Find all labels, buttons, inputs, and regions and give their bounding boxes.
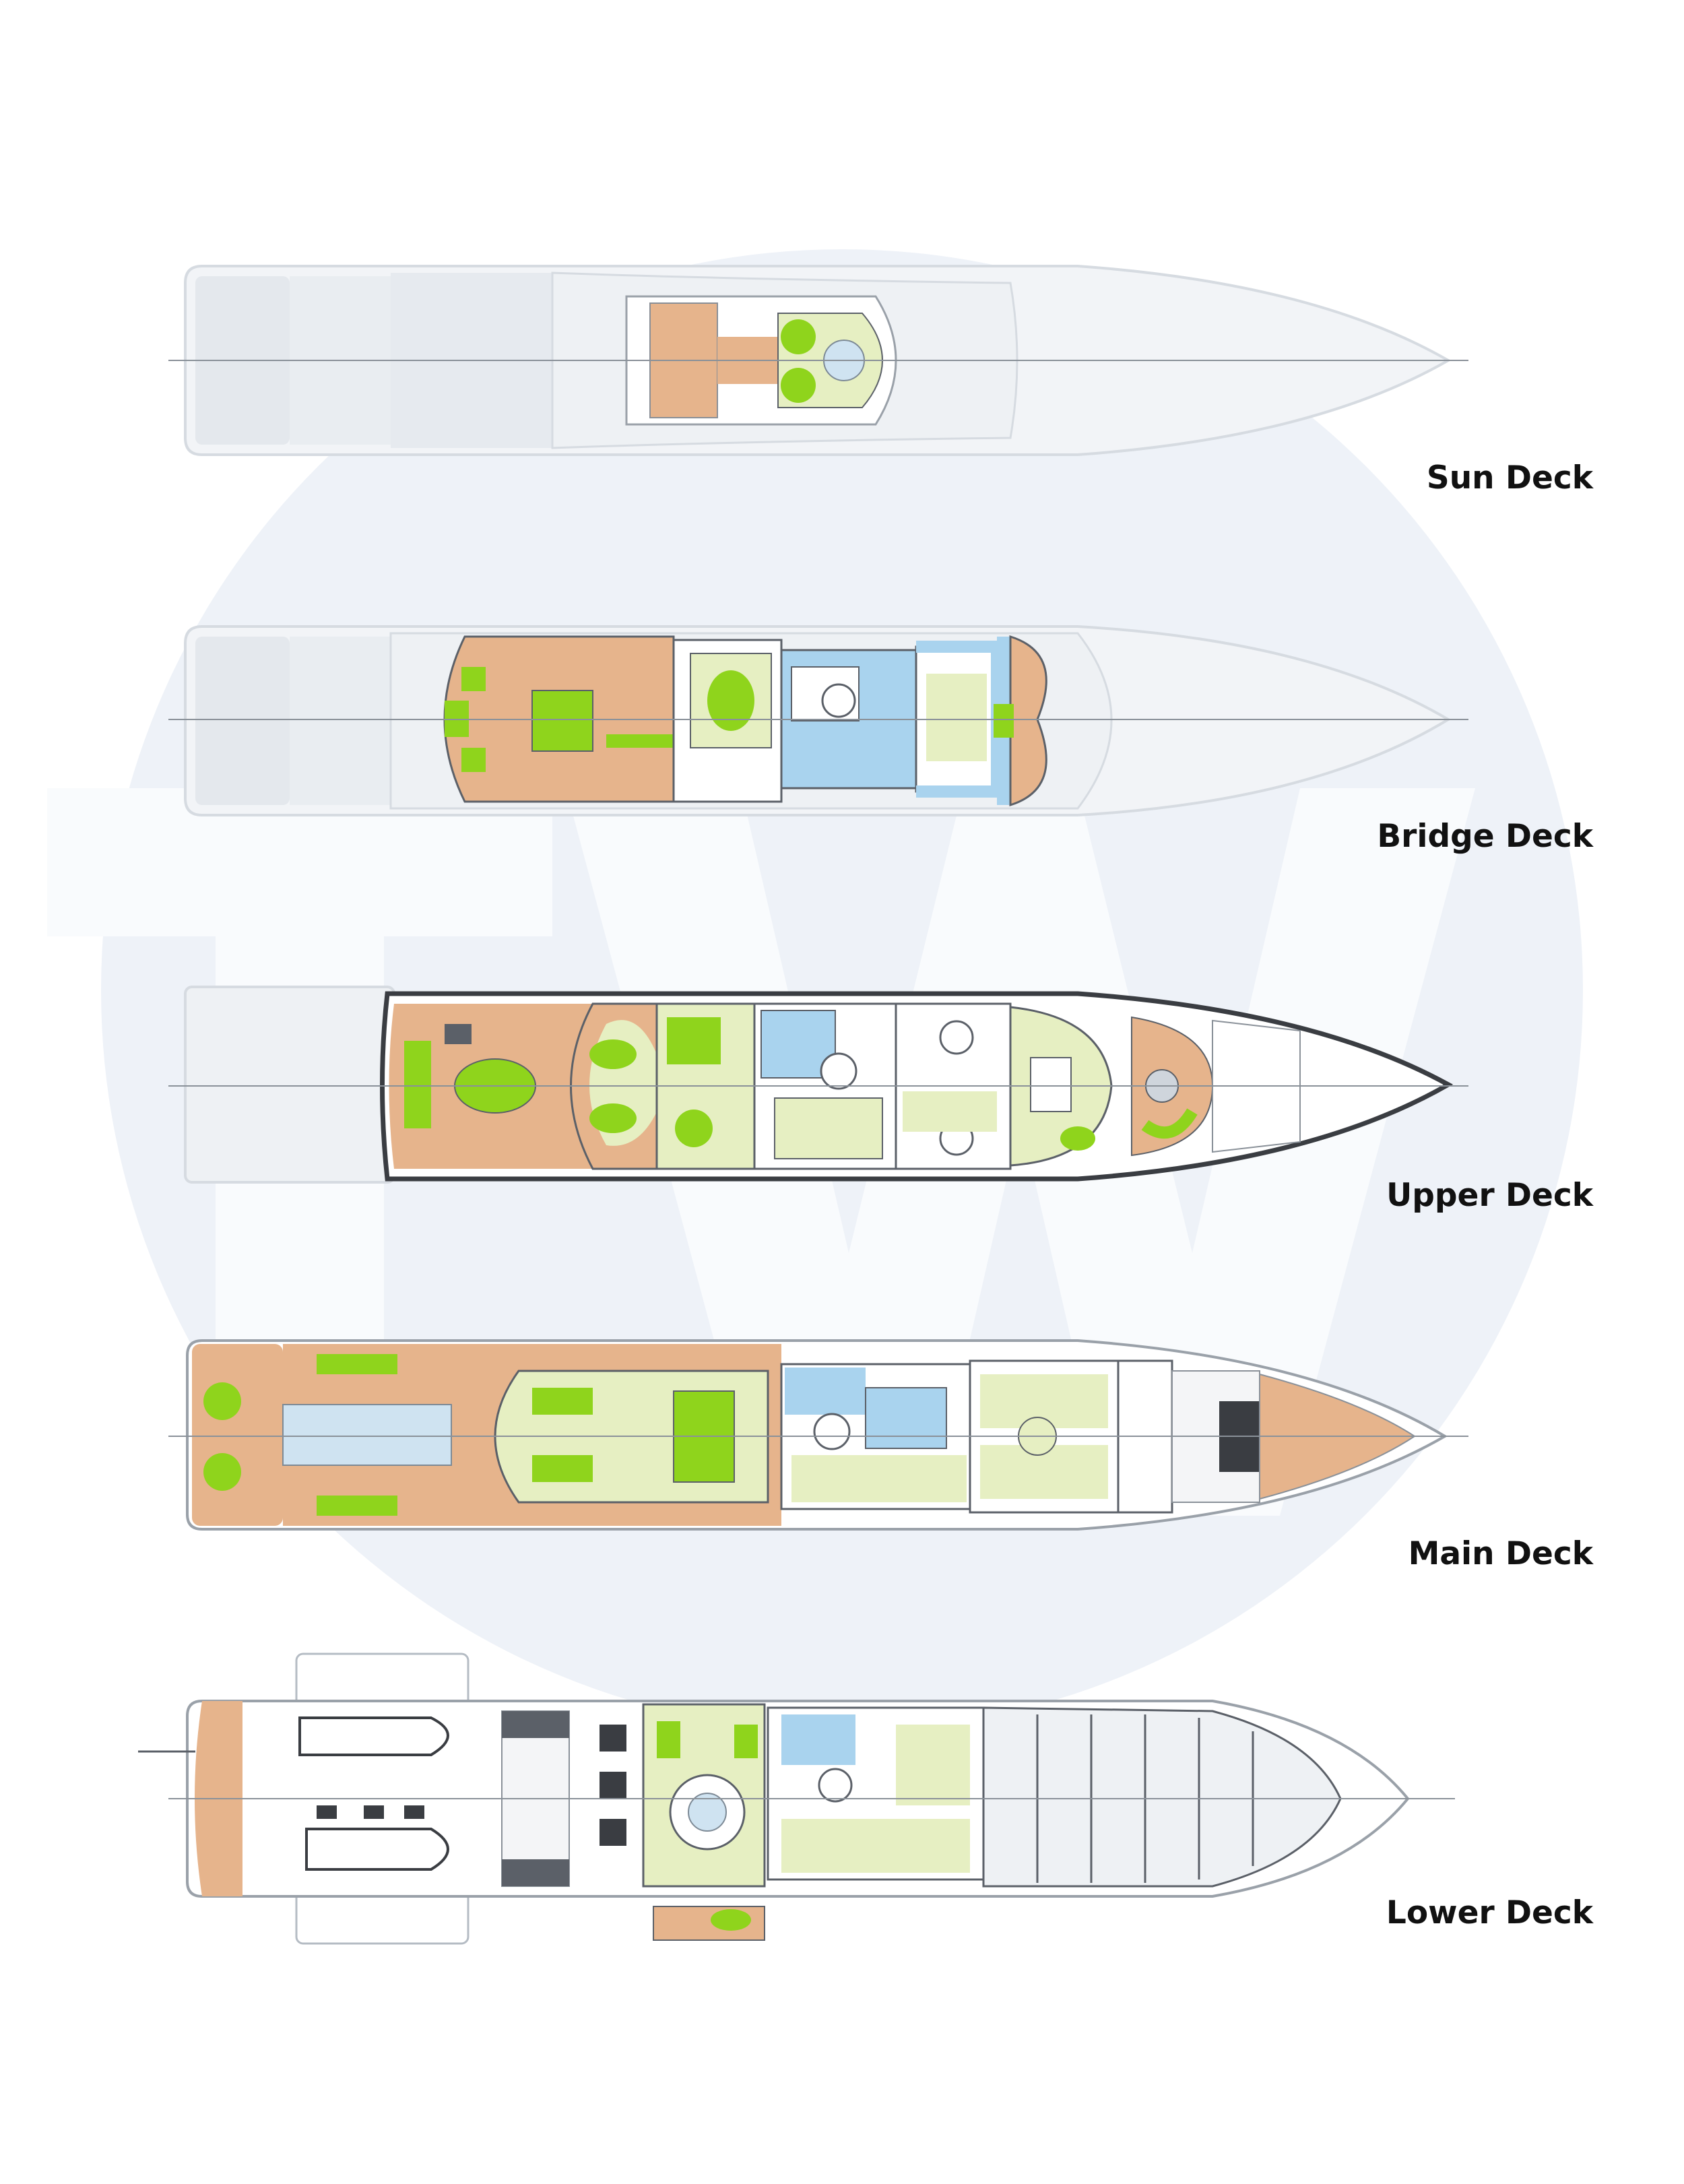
main-deck-plan [168,1339,1468,1531]
bridge-deck-plan [168,625,1468,816]
deck-label-main: Main Deck [1408,1535,1594,1572]
deck-label-sun: Sun Deck [1427,459,1594,496]
sun-deck-plan [168,265,1468,456]
deck-label-bridge: Bridge Deck [1377,818,1594,855]
upper-deck-plan [168,986,1468,1184]
deck-label-lower: Lower Deck [1386,1894,1594,1931]
lower-deck-plan [138,1652,1455,1945]
deck-label-upper: Upper Deck [1386,1177,1594,1214]
